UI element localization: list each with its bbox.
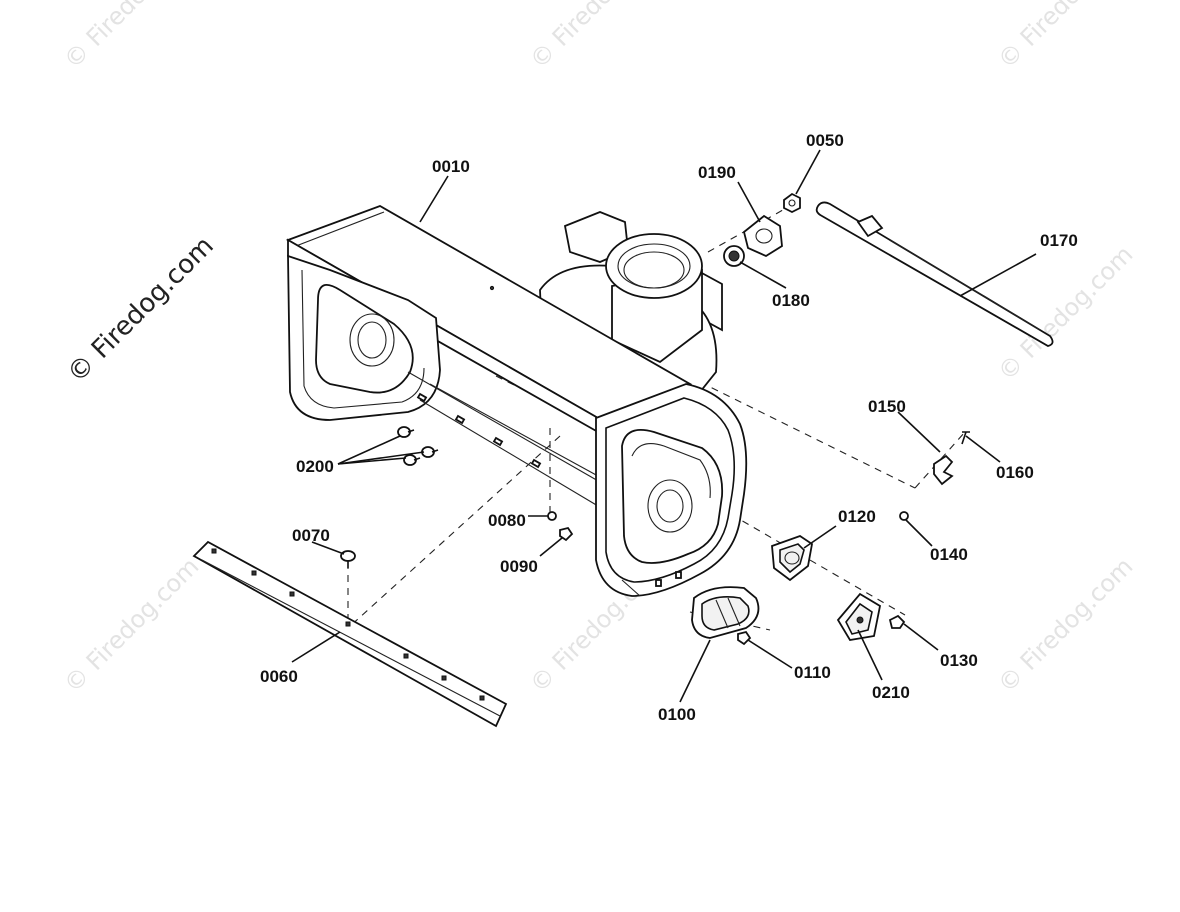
carriage-bolt: [340, 550, 356, 568]
callout-0050: 0050: [806, 131, 844, 150]
callout-0190: 0190: [698, 163, 736, 182]
callout-0120: 0120: [838, 507, 876, 526]
callout-0100: 0100: [658, 705, 696, 724]
watermark-faint-1: © Firedog.com: [58, 0, 204, 74]
leader-lines: [291, 149, 1037, 703]
washer-0080: [547, 511, 557, 521]
nut-0090: [559, 526, 574, 542]
watermark-faint-8: © Firedog.com: [992, 552, 1138, 698]
auger-housing: [285, 205, 748, 597]
shave-plate: [192, 540, 508, 728]
callout-0210: 0210: [872, 683, 910, 702]
callout-0130: 0130: [940, 651, 978, 670]
callout-0110: 0110: [794, 663, 831, 682]
watermark-main: © Firedog.com: [62, 231, 220, 389]
callout-0080: 0080: [488, 511, 526, 530]
bearing-0180: [723, 245, 745, 267]
washer-0140: [899, 511, 909, 521]
cover-plate-0210: [836, 592, 882, 641]
bearing-0120: [771, 535, 813, 582]
bolt-0160: [961, 431, 970, 445]
hex-bolts-0200: [397, 426, 439, 466]
flange-0190: [742, 214, 783, 258]
auger-shaft-0170: [815, 201, 1054, 347]
watermark-faint-5: © Firedog.com: [992, 240, 1138, 386]
callout-0180: 0180: [772, 291, 810, 310]
callout-0010: 0010: [432, 157, 470, 176]
callout-0140: 0140: [930, 545, 968, 564]
callout-0070: 0070: [292, 526, 330, 545]
nut-0110: [737, 630, 752, 646]
watermark-faint-2: © Firedog.com: [524, 0, 670, 74]
screw-0130: [888, 614, 906, 629]
watermark-faint-3: © Firedog.com: [992, 0, 1138, 74]
callout-0200: 0200: [296, 457, 334, 476]
callout-0090: 0090: [500, 557, 538, 576]
callout-0150: 0150: [868, 397, 906, 416]
callout-0160: 0160: [996, 463, 1034, 482]
callout-0170: 0170: [1040, 231, 1078, 250]
callout-labels: 0010 0050 0190 0170 0180 0150 0160 0200 …: [260, 131, 1078, 724]
callout-0060: 0060: [260, 667, 298, 686]
bearing-flange-0100: [691, 586, 760, 639]
watermark-faint-6: © Firedog.com: [58, 552, 204, 698]
nut-0050: [783, 192, 801, 214]
bracket-0150: [933, 454, 954, 486]
